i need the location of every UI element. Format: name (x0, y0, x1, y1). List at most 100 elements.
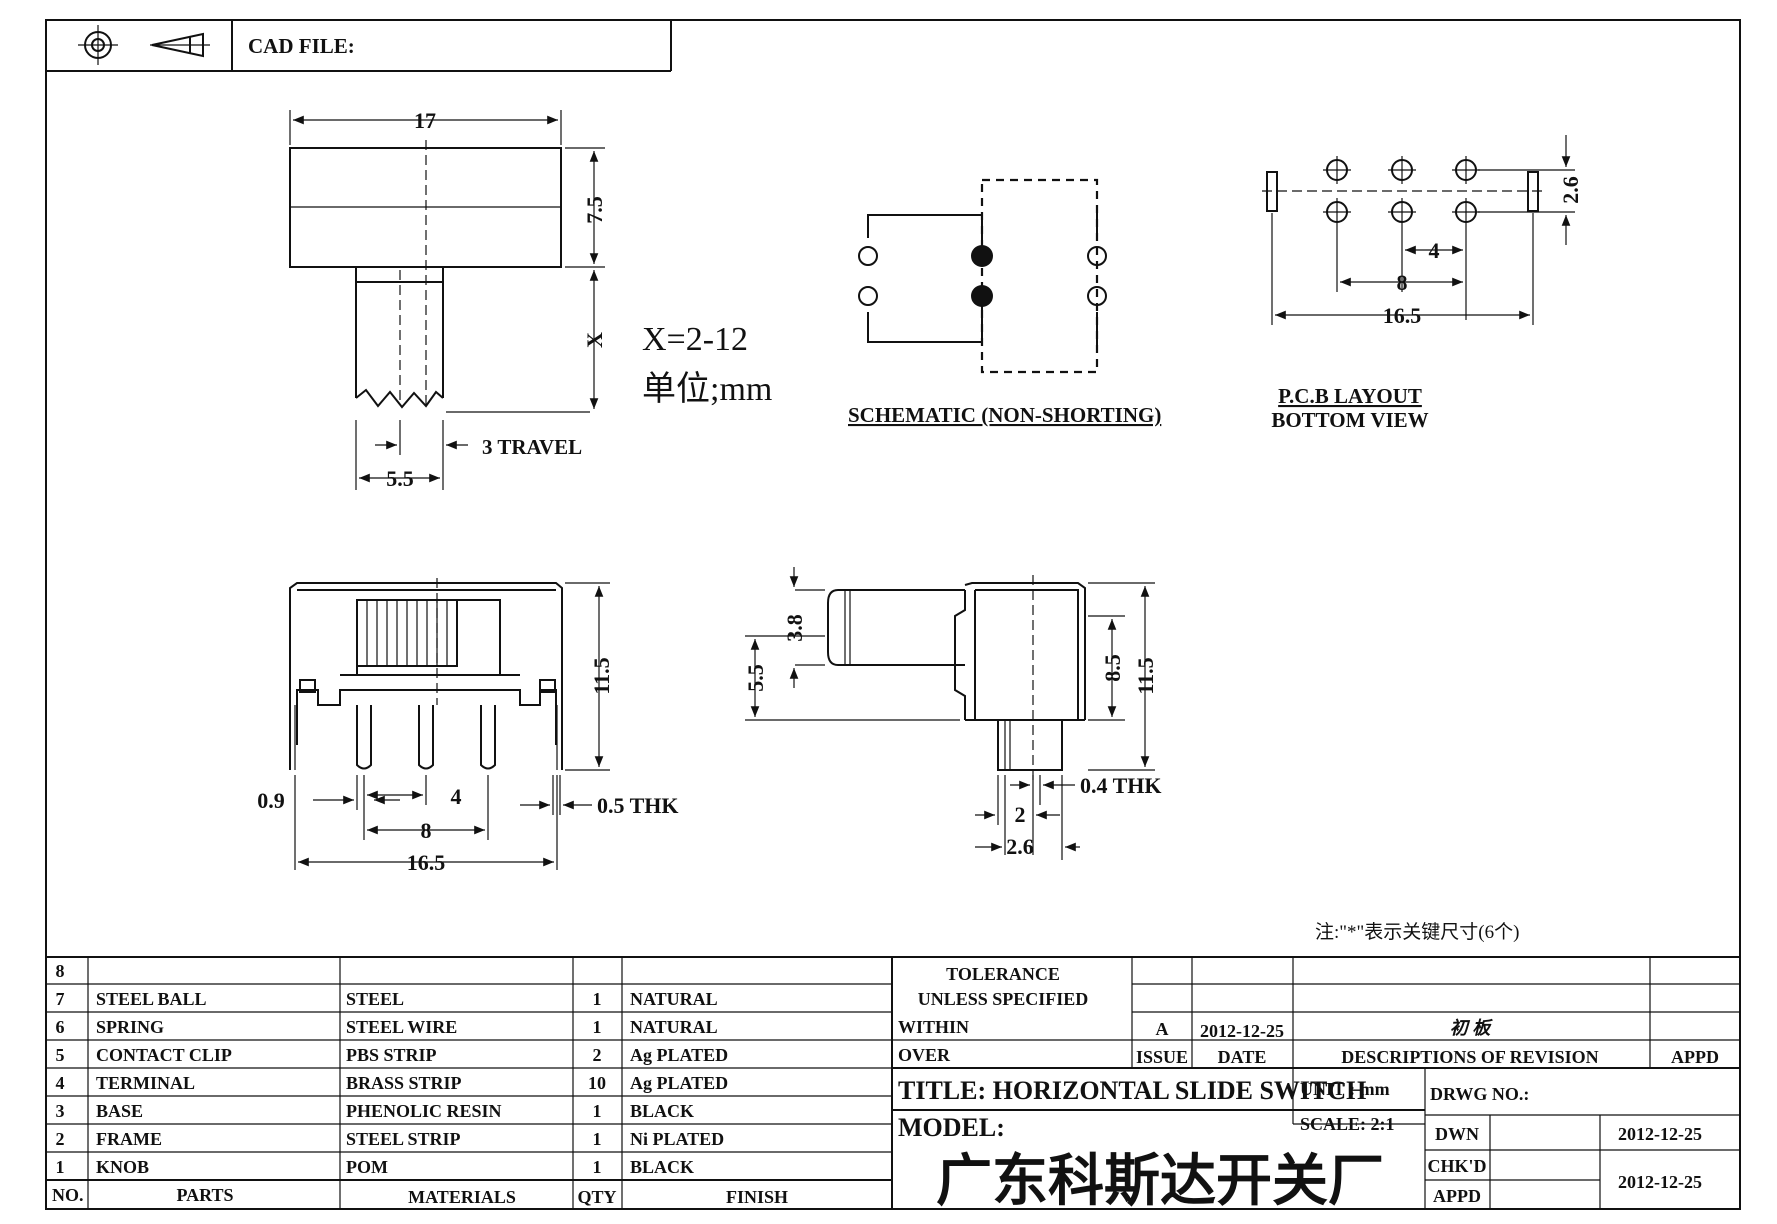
dwn-date: 2012-12-25 (1618, 1124, 1702, 1144)
side-view (745, 567, 1155, 860)
bom-cell-finish: Ni PLATED (630, 1129, 724, 1149)
front-span-dim: 8 (421, 818, 432, 843)
bom-cell-no: 2 (56, 1129, 65, 1149)
bom-cell-qty: 10 (588, 1073, 606, 1093)
bom-header-no: NO. (52, 1185, 84, 1205)
bom-cell-no: 4 (56, 1073, 65, 1093)
dwn-label: DWN (1435, 1124, 1479, 1144)
bom-cell-no: 1 (56, 1157, 65, 1177)
bom-cell-finish: Ag PLATED (630, 1045, 728, 1065)
unit-field: UNIT : mm (1300, 1079, 1390, 1099)
bom-cell-material: STEEL STRIP (346, 1129, 461, 1149)
bom-cell-finish: NATURAL (630, 989, 718, 1009)
bom-cell-part: KNOB (96, 1157, 149, 1177)
pcb-caption-line2: BOTTOM VIEW (1271, 408, 1428, 432)
drawing-number-label: DRWG NO.: (1430, 1084, 1529, 1104)
side-actuator-dim: 3.8 (782, 614, 807, 642)
bom-cell-no: 5 (56, 1045, 65, 1065)
bom-cell-no: 3 (56, 1101, 65, 1121)
company-name: 广东科斯达开关厂 (936, 1149, 1384, 1214)
drawing-title: TITLE: HORIZONTAL SLIDE SWITCH (898, 1076, 1366, 1105)
bom-cell-part: SPRING (96, 1017, 164, 1037)
projection-symbol-icon (78, 25, 210, 65)
range-label: X=2-12 (642, 321, 748, 358)
front-view (289, 578, 610, 870)
pcb-caption-line1: P.C.B LAYOUT (1278, 384, 1422, 408)
cad-file-label: CAD FILE: (248, 34, 355, 58)
top-view (289, 110, 605, 490)
bom-header-parts: PARTS (176, 1185, 233, 1205)
bom-cell-material: PBS STRIP (346, 1045, 437, 1065)
bom-cell-no: 7 (56, 989, 65, 1009)
bom-header-finish: FINISH (726, 1187, 788, 1207)
bom-cell-qty: 2 (593, 1045, 602, 1065)
appd-label: APPD (1433, 1186, 1481, 1206)
front-pin-width-dim: 0.9 (257, 788, 285, 813)
bom-cell-no: 6 (56, 1017, 65, 1037)
pcb-overall-dim: 16.5 (1383, 303, 1422, 328)
front-overall-dim: 16.5 (407, 850, 446, 875)
top-width-dim: 17 (414, 108, 436, 133)
rev-description: 初 板 (1450, 1018, 1493, 1038)
bom-cell-qty: 1 (593, 989, 602, 1009)
scale-field: SCALE: 2:1 (1300, 1114, 1395, 1134)
bom-cell-finish: BLACK (630, 1101, 694, 1121)
bom-cell-material: POM (346, 1157, 388, 1177)
travel-label: 3 TRAVEL (482, 435, 582, 459)
tolerance-line1: TOLERANCE (946, 964, 1060, 984)
front-thickness-label: 0.5 THK (597, 793, 679, 818)
front-pitch-dim: 4 (451, 784, 462, 809)
pcb-pitch-dim: 4 (1429, 238, 1440, 263)
key-dimension-note: 注:"*"表示关键尺寸(6个) (1315, 921, 1519, 943)
bom-cell-part: TERMINAL (96, 1073, 195, 1093)
tolerance-within: WITHIN (898, 1017, 969, 1037)
chkd-label: CHK'D (1427, 1156, 1486, 1176)
bom-cell-finish: BLACK (630, 1157, 694, 1177)
front-height-dim: 11.5 (589, 657, 614, 694)
bom-cell-no: 8 (56, 961, 65, 981)
side-pin-offset-dim: 2 (1015, 802, 1026, 827)
side-pin-span-dim: 2.6 (1006, 834, 1034, 859)
tolerance-line2: UNLESS SPECIFIED (918, 989, 1089, 1009)
bom-cell-part: FRAME (96, 1129, 162, 1149)
bom-cell-part: CONTACT CLIP (96, 1045, 232, 1065)
chkd-date: 2012-12-25 (1618, 1172, 1702, 1192)
bom-cell-material: PHENOLIC RESIN (346, 1101, 502, 1121)
pcb-layout (1262, 135, 1575, 325)
bom-cell-material: BRASS STRIP (346, 1073, 462, 1093)
side-body-height-dim: 8.5 (1100, 654, 1125, 682)
schematic-diagram (858, 178, 1107, 374)
actuator-width-dim: 5.5 (386, 466, 414, 491)
bom-header-qty: QTY (577, 1187, 616, 1207)
bom-cell-qty: 1 (593, 1129, 602, 1149)
unit-label: 单位;mm (642, 370, 772, 408)
bom-cell-part: STEEL BALL (96, 989, 207, 1009)
bom-cell-finish: NATURAL (630, 1017, 718, 1037)
bom-cell-finish: Ag PLATED (630, 1073, 728, 1093)
rev-date: 2012-12-25 (1200, 1021, 1284, 1041)
bom-cell-material: STEEL WIRE (346, 1017, 457, 1037)
bom-header-materials: MATERIALS (408, 1187, 516, 1207)
bom-cell-material: STEEL (346, 989, 404, 1009)
bom-cell-qty: 1 (593, 1101, 602, 1121)
pcb-row-spacing-dim: 2.6 (1558, 176, 1583, 204)
bom-cell-qty: 1 (593, 1017, 602, 1037)
pcb-span-dim: 8 (1397, 270, 1408, 295)
model-label: MODEL: (898, 1113, 1005, 1142)
appd-header: APPD (1671, 1047, 1719, 1067)
bom-cell-part: BASE (96, 1101, 143, 1121)
actuator-length-dim: X (582, 332, 607, 348)
description-header: DESCRIPTIONS OF REVISION (1341, 1047, 1598, 1067)
date-header: DATE (1218, 1047, 1267, 1067)
bom-cell-qty: 1 (593, 1157, 602, 1177)
schematic-caption: SCHEMATIC (NON-SHORTING) (848, 403, 1161, 427)
title-block-grid (46, 956, 1740, 1209)
side-thickness-label: 0.4 THK (1080, 773, 1162, 798)
top-height-dim: 7.5 (582, 196, 607, 224)
side-lever-height-dim: 5.5 (743, 664, 768, 692)
tolerance-over: OVER (898, 1045, 951, 1065)
issue-header: ISSUE (1136, 1047, 1188, 1067)
rev-issue: A (1156, 1019, 1169, 1039)
side-overall-height-dim: 11.5 (1133, 657, 1158, 694)
